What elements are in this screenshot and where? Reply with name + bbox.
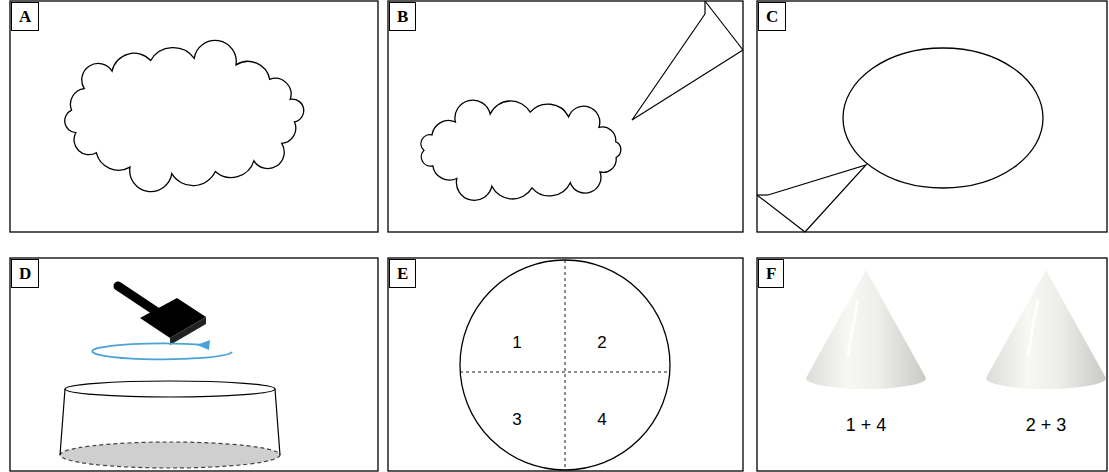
panel-letter: B (389, 2, 416, 31)
cloud-shape (65, 40, 304, 191)
cloud-shape (421, 100, 621, 200)
panel-frame (10, 258, 378, 471)
panel-frame (10, 1, 378, 232)
rotation-arrow (92, 340, 232, 359)
panel-letter: D (11, 259, 39, 288)
panel-frame (388, 1, 743, 232)
speech-ellipse (843, 48, 1043, 188)
bubble-tail (632, 1, 743, 120)
cone (986, 270, 1106, 389)
panel-frame (388, 258, 743, 471)
panel-letter: E (389, 259, 416, 288)
quadrant-number: 2 (597, 334, 606, 351)
panel-frame (757, 258, 1107, 471)
truncated-cone (20, 381, 280, 468)
quadrant-number: 3 (512, 411, 521, 428)
cone-label: 1 + 4 (846, 416, 887, 434)
quadrant-number: 1 (512, 334, 521, 351)
bubble-tail (757, 165, 866, 232)
panel-frame (757, 1, 1107, 232)
panel-letter: A (11, 2, 39, 31)
cone-label: 2 + 3 (1026, 416, 1067, 434)
cone (806, 270, 926, 389)
quadrant-number: 4 (597, 411, 606, 428)
panel-letter: C (758, 2, 786, 31)
panel-letter: F (758, 259, 784, 288)
scoop (118, 286, 206, 345)
divided-circle (460, 260, 670, 470)
